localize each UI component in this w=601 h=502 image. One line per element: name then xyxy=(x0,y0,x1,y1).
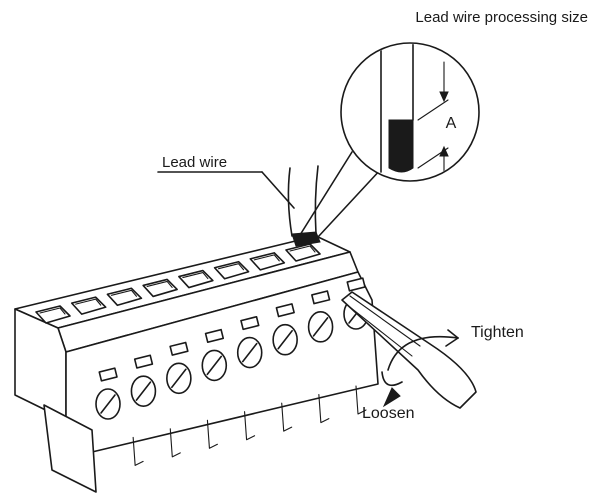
wire-hole xyxy=(70,296,107,315)
clamp-screw xyxy=(201,328,228,382)
clamp-screw xyxy=(272,303,298,356)
wire-hole xyxy=(35,305,71,324)
clamp-screw xyxy=(130,354,157,407)
screwdriver xyxy=(341,291,477,409)
terminal-leg xyxy=(169,428,181,458)
dimension-a-label: A xyxy=(446,115,457,132)
wire-hole xyxy=(213,260,250,280)
wire-hole xyxy=(142,278,178,298)
lead-wire-callout: Lead wire xyxy=(157,154,295,209)
clamp-screws xyxy=(95,277,369,466)
processing-size-label: Lead wire processing size xyxy=(415,9,588,26)
lead-wire xyxy=(287,165,319,237)
clamp-screw xyxy=(95,367,121,420)
clamp-screw xyxy=(166,341,192,395)
lead-wire-label: Lead wire xyxy=(162,154,227,171)
wire-hole xyxy=(249,252,286,271)
magnifier-callout: A xyxy=(299,42,480,238)
terminal-leg xyxy=(132,436,144,466)
wire-hole xyxy=(106,287,143,307)
terminal-leg xyxy=(244,411,256,441)
terminal-leg xyxy=(318,394,330,424)
tighten-label: Tighten xyxy=(471,324,524,341)
wire-hole xyxy=(178,269,214,289)
wire-tip xyxy=(291,231,321,247)
terminal-leg xyxy=(206,419,218,449)
terminal-leg xyxy=(355,385,367,415)
terminal-leg xyxy=(281,402,293,432)
wire-hole xyxy=(285,243,321,262)
rotation-arrow xyxy=(381,329,459,408)
terminal-block xyxy=(14,235,379,493)
wire-entry-holes xyxy=(35,243,321,324)
clamp-screw xyxy=(236,315,263,369)
clamp-screw xyxy=(307,290,334,343)
loosen-label: Loosen xyxy=(362,405,415,422)
